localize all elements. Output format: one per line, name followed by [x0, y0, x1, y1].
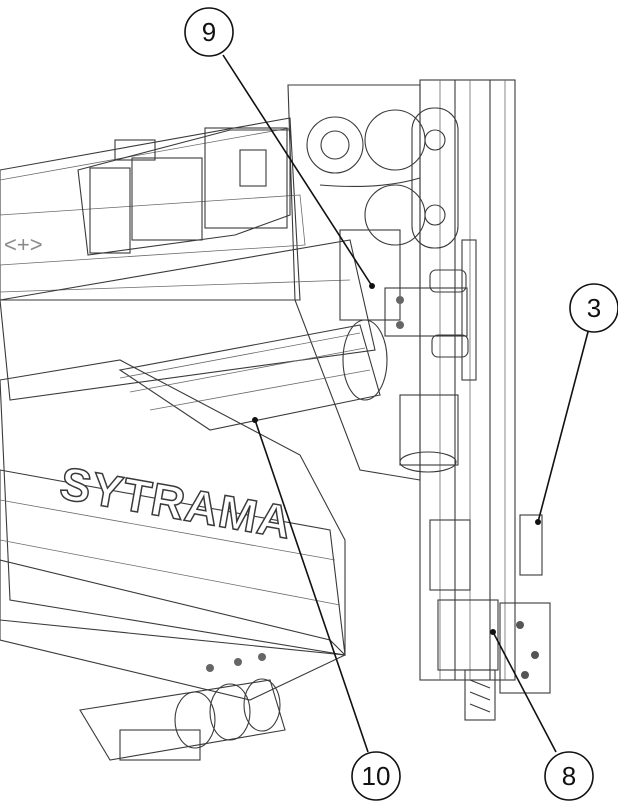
vertical-slide	[384, 269, 469, 473]
callout-3-label: 3	[587, 293, 601, 323]
upper-beam: <+>	[0, 117, 351, 301]
belt-drive	[306, 107, 459, 249]
callout-3: 3	[569, 283, 618, 333]
panel-glyphs: <+>	[4, 232, 43, 257]
leader-10	[254, 419, 369, 753]
leader-3	[537, 327, 590, 523]
leader-9	[222, 54, 373, 287]
callout-9-label: 9	[202, 17, 216, 47]
callout-10: 10	[351, 751, 401, 801]
callout-10-label: 10	[362, 761, 391, 791]
brand-logo: SYTRAMA	[56, 457, 296, 549]
callout-9: 9	[184, 7, 234, 57]
motor	[77, 127, 291, 256]
callout-8: 8	[544, 751, 594, 801]
callout-8-label: 8	[562, 761, 576, 791]
rollers	[79, 678, 286, 761]
linear-actuator	[0, 229, 401, 431]
leader-lines	[222, 54, 590, 753]
leader-8	[492, 631, 557, 753]
